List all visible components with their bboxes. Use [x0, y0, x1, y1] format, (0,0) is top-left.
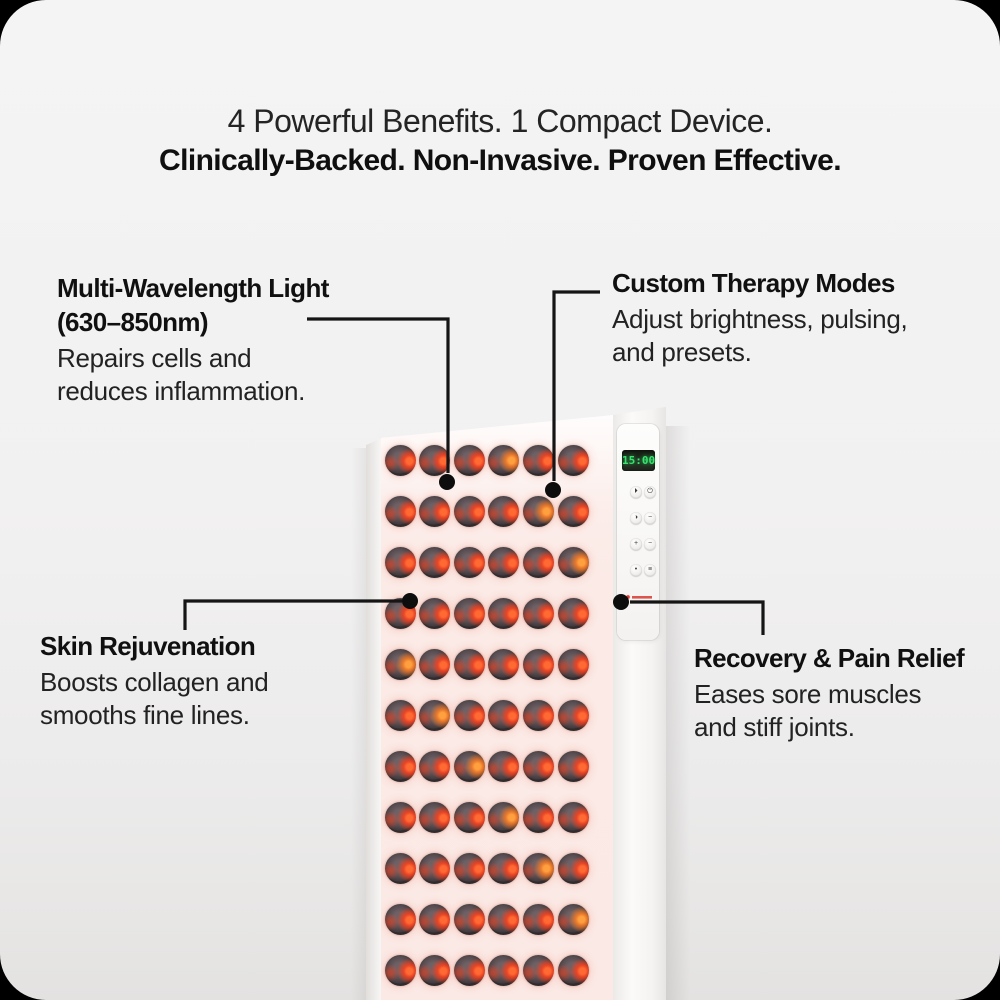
timer-display: 15:00	[622, 450, 655, 471]
led	[557, 495, 589, 527]
led	[488, 750, 520, 782]
led	[488, 852, 520, 884]
callout-recovery: Recovery & Pain Relief Eases sore muscle…	[694, 641, 994, 744]
led	[488, 444, 520, 476]
led	[557, 954, 589, 986]
led	[384, 648, 416, 680]
callout-heading: Multi-Wavelength Light (630–850nm)	[57, 273, 329, 337]
led	[557, 597, 589, 629]
led	[488, 801, 520, 833]
led	[384, 852, 416, 884]
device-shadow-right	[666, 426, 690, 1000]
led	[453, 597, 485, 629]
led	[384, 444, 416, 476]
led	[453, 699, 485, 731]
led	[453, 750, 485, 782]
led	[557, 648, 589, 680]
led	[453, 801, 485, 833]
callout-heading: Custom Therapy Modes	[612, 268, 895, 298]
led	[419, 597, 451, 629]
led	[557, 750, 589, 782]
callout-body: Boosts collagen and smooths fine lines.	[40, 667, 269, 730]
device-control-button-2: ⏻	[644, 486, 656, 498]
led	[419, 495, 451, 527]
led	[522, 597, 554, 629]
led	[384, 954, 416, 986]
led	[384, 750, 416, 782]
led	[453, 852, 485, 884]
callout-body: Repairs cells and reduces inflammation.	[57, 343, 306, 406]
led	[419, 699, 451, 731]
callout-heading: Skin Rejuvenation	[40, 631, 256, 661]
device-control-button-5: +	[630, 538, 642, 550]
callout-body: Adjust brightness, pulsing, and presets.	[612, 304, 908, 367]
led	[488, 546, 520, 578]
callout-custom-modes: Custom Therapy Modes Adjust brightness, …	[612, 266, 962, 369]
led	[488, 903, 520, 935]
led	[419, 648, 451, 680]
led	[419, 750, 451, 782]
device-shadow-left	[351, 448, 366, 1000]
device-control-button-4: −	[644, 512, 656, 524]
led	[522, 699, 554, 731]
led	[384, 546, 416, 578]
device-control-button-8: ≡	[644, 564, 656, 576]
page-title: 4 Powerful Benefits. 1 Compact Device.	[227, 103, 773, 139]
led-grid	[381, 415, 613, 1000]
led	[453, 546, 485, 578]
led	[384, 903, 416, 935]
led	[384, 699, 416, 731]
led	[522, 648, 554, 680]
led	[522, 903, 554, 935]
led	[522, 852, 554, 884]
led	[453, 495, 485, 527]
led	[522, 546, 554, 578]
led	[384, 495, 416, 527]
led	[557, 546, 589, 578]
therapy-device: 15:00 ⏵⏻◑−+−•≡	[351, 406, 690, 1000]
led	[488, 954, 520, 986]
device-control-button-3: ◑	[630, 512, 642, 524]
led	[453, 648, 485, 680]
led	[419, 954, 451, 986]
led	[522, 801, 554, 833]
led	[453, 444, 485, 476]
led	[419, 903, 451, 935]
led	[488, 699, 520, 731]
brand-logo-icon	[626, 593, 653, 601]
led	[419, 801, 451, 833]
led	[522, 750, 554, 782]
led	[557, 444, 589, 476]
callout-skin-rejuvenation: Skin Rejuvenation Boosts collagen and sm…	[40, 629, 360, 732]
led	[557, 699, 589, 731]
led	[557, 801, 589, 833]
page-subtitle: Clinically-Backed. Non-Invasive. Proven …	[159, 144, 842, 177]
device-control-button-6: −	[644, 538, 656, 550]
device-left-edge	[366, 437, 385, 1000]
callout-body: Eases sore muscles and stiff joints.	[694, 679, 922, 742]
callout-multi-wavelength: Multi-Wavelength Light (630–850nm) Repai…	[57, 271, 387, 408]
led	[557, 852, 589, 884]
led	[522, 444, 554, 476]
control-panel: 15:00 ⏵⏻◑−+−•≡	[617, 424, 659, 640]
led	[419, 852, 451, 884]
led	[384, 597, 416, 629]
led	[488, 648, 520, 680]
led	[488, 495, 520, 527]
led	[522, 954, 554, 986]
led	[419, 546, 451, 578]
device-control-button-1: ⏵	[630, 486, 642, 498]
led	[488, 597, 520, 629]
led	[453, 903, 485, 935]
led	[453, 954, 485, 986]
led	[419, 444, 451, 476]
led	[522, 495, 554, 527]
led	[557, 903, 589, 935]
device-control-button-7: •	[630, 564, 642, 576]
led	[384, 801, 416, 833]
callout-heading: Recovery & Pain Relief	[694, 643, 965, 673]
